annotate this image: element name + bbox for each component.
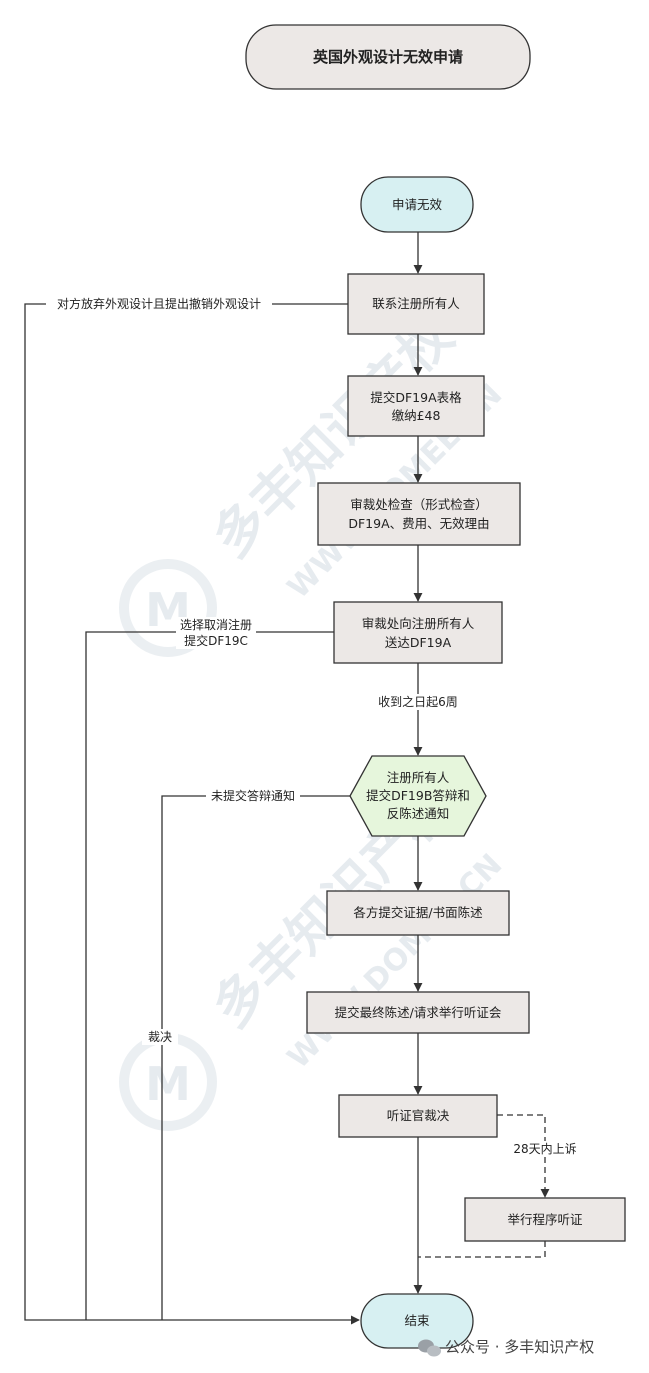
edge-label-appeal: 28天内上诉 [508,1141,582,1157]
no-defence-label: 未提交答辩通知 [211,788,295,803]
watermark-logo-icon-2: M [119,1033,217,1131]
svg-text:M: M [145,1057,191,1111]
end-label: 结束 [404,1313,430,1328]
final-submission-label: 提交最终陈述/请求举行听证会 [335,1005,502,1020]
owner-response-line-2: 提交DF19B答辩和 [366,788,470,803]
owner-response-line-3: 反陈述通知 [387,806,450,821]
contact-owner-label: 联系注册所有人 [372,296,460,311]
contact-owner-node: 联系注册所有人 [347,273,485,335]
owner-response-line-1: 注册所有人 [387,770,450,785]
hearing-decision-node: 听证官裁决 [338,1094,498,1138]
registry-check-line-2: DF19A、费用、无效理由 [348,516,489,531]
cancel-label-line-2: 提交DF19C [184,633,248,648]
cancel-label-line-1: 选择取消注册 [180,617,252,632]
appeal-hearing-label: 举行程序听证 [507,1212,583,1227]
submit-df19a-node: 提交DF19A表格 缴纳£48 [347,375,485,437]
registry-check-node: 审裁处检查（形式检查） DF19A、费用、无效理由 [317,482,521,546]
edge-label-six-weeks: 收到之日起6周 [372,694,464,710]
edge-label-abandon: 对方放弃外观设计且提出撤销外观设计 [46,296,272,312]
start-node: 申请无效 [360,176,474,233]
edge-label-cancel: 选择取消注册 提交DF19C [176,617,256,649]
title-box: 英国外观设计无效申请 [245,24,531,90]
edge-label-ruling: 裁决 [142,1029,178,1045]
registry-check-line-1: 审裁处检查（形式检查） [350,497,488,512]
edge-label-no-defence: 未提交答辩通知 [206,788,300,804]
ruling-label: 裁决 [148,1030,172,1044]
serve-df19a-line-2: 送达DF19A [385,635,452,650]
evidence-label: 各方提交证据/书面陈述 [353,905,483,920]
appeal-28-label: 28天内上诉 [513,1142,576,1156]
serve-df19a-node: 审裁处向注册所有人 送达DF19A [333,601,503,664]
wechat-icon [418,1339,441,1357]
submit-df19a-line-2: 缴纳£48 [392,408,441,423]
title: 英国外观设计无效申请 [313,48,463,66]
serve-df19a-line-1: 审裁处向注册所有人 [362,616,475,631]
appeal-connectors [418,1114,550,1258]
footer: 公众号 · 多丰知识产权 [418,1338,594,1357]
hearing-decision-label: 听证官裁决 [387,1108,450,1123]
footer-text: 公众号 · 多丰知识产权 [445,1338,594,1356]
six-weeks-label: 收到之日起6周 [378,695,458,709]
appeal-hearing-node: 举行程序听证 [464,1197,626,1242]
final-submission-node: 提交最终陈述/请求举行听证会 [306,991,530,1034]
abandon-label: 对方放弃外观设计且提出撤销外观设计 [57,296,261,311]
end-node: 结束 [360,1293,474,1349]
start-label: 申请无效 [392,197,443,212]
owner-response-node: 注册所有人 提交DF19B答辩和 反陈述通知 [349,755,487,837]
submit-df19a-line-1: 提交DF19A表格 [370,390,462,405]
evidence-node: 各方提交证据/书面陈述 [326,890,510,936]
